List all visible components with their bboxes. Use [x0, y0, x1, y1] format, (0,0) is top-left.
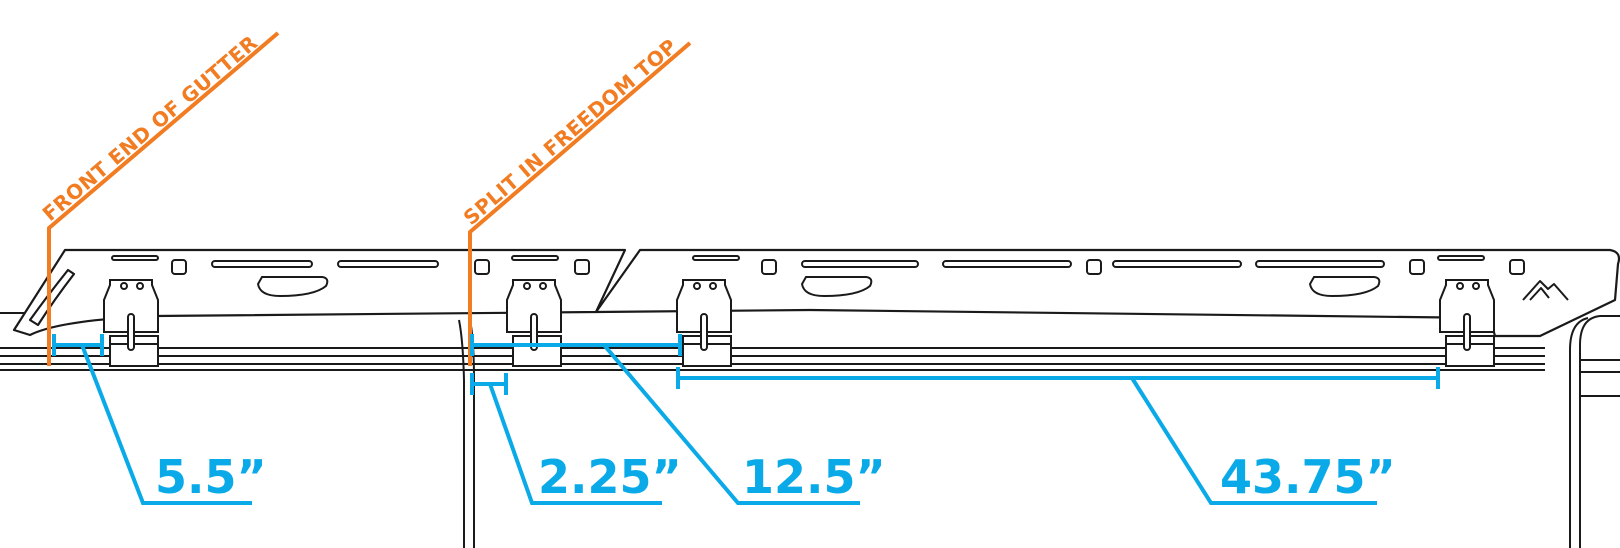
callout-leader-line	[47, 31, 280, 366]
dimension-label-12-5: 12.5”	[742, 450, 886, 504]
dimension-label-2-25: 2.25”	[538, 450, 682, 504]
rack-side-rail	[12, 248, 1620, 338]
dimension-2-25	[470, 373, 662, 505]
callout-split-in-freedom-top: SPLIT IN FREEDOM TOP	[459, 34, 692, 366]
dimension-5-5	[52, 334, 252, 505]
rail-slots	[111, 255, 1525, 298]
dimension-43-75	[676, 367, 1440, 505]
dimension-label-43-75: 43.75”	[1220, 450, 1396, 504]
callout-label: SPLIT IN FREEDOM TOP	[459, 34, 682, 230]
mount-bracket	[103, 279, 159, 367]
mount-bracket	[506, 279, 562, 367]
callout-label: FRONT END OF GUTTER	[38, 30, 262, 226]
mount-bracket	[676, 279, 732, 367]
mount-bracket	[1439, 279, 1495, 367]
callout-leader-line	[468, 41, 692, 366]
mountain-logo-icon	[1522, 280, 1569, 301]
vehicle-body	[0, 312, 1620, 548]
dimension-12-5	[470, 334, 860, 505]
dimension-label-5-5: 5.5”	[155, 450, 267, 504]
